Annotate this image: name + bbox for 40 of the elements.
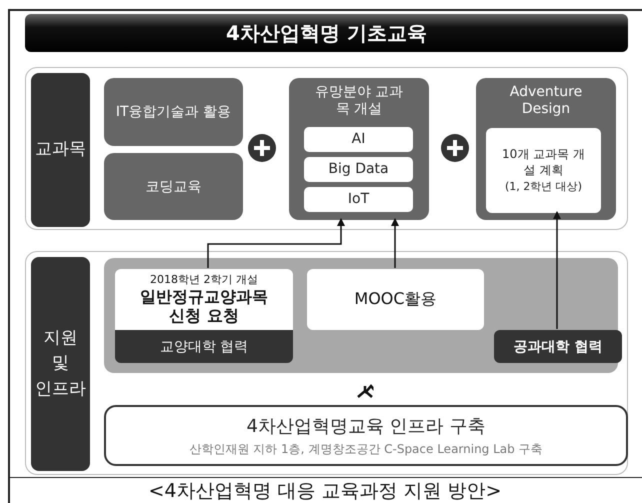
title-bar: 4차산업혁명 기초교육 (25, 14, 628, 52)
caption: <4차산업혁명 대응 교육과정 지원 방안> (147, 479, 503, 503)
box-text: 2018학년 2학기 개설 (150, 274, 258, 286)
detail-text: 10개 교과목 개설 계획 (501, 146, 586, 178)
sub-text: 산학인재원 지하 1층, 계명창조공간 C-Space Learning Lab 구축 (189, 440, 543, 458)
process-box (104, 153, 243, 220)
panel (25, 67, 628, 230)
item-label: AI (352, 131, 366, 148)
item-pill (304, 127, 413, 152)
box-label: 코딩교육 (146, 178, 202, 196)
item-pill (304, 157, 413, 182)
box-label: MOOC활용 (354, 289, 437, 310)
item-label: Big Data (328, 161, 389, 178)
infra-box (104, 405, 628, 466)
arrow (207, 218, 345, 268)
box-label: IT융합기술과 활용 (116, 103, 232, 121)
box-heading: 유망분야 교과목 개설 (314, 84, 404, 118)
sub-text: 일반정규교양과목 신청 요청 (139, 288, 269, 326)
arrow (391, 218, 399, 268)
partner-label: 공과대학 협력 (514, 338, 602, 356)
category-label: 교과목 (35, 138, 86, 162)
process-box (307, 269, 484, 330)
category-band (31, 73, 90, 227)
process-box (476, 78, 616, 220)
partner-bar (494, 330, 622, 363)
process-box (289, 78, 429, 220)
partner-bar (115, 330, 293, 363)
category-label: 지원 및 인프라 (34, 326, 87, 401)
box-heading: Adventure Design (508, 84, 584, 118)
panel (25, 251, 628, 475)
detail-box (486, 128, 601, 213)
item-pill (304, 187, 413, 212)
infra-text: 4차산업혁명교육 인프라 구축 (246, 414, 486, 438)
process-box (115, 269, 293, 330)
item-label: IoT (348, 191, 370, 208)
sub-text: (1, 2학년 대상) (504, 180, 582, 196)
process-box (104, 78, 243, 146)
arrow (553, 211, 561, 329)
partner-label: 교양대학 협력 (160, 338, 248, 356)
category-band (31, 257, 90, 471)
